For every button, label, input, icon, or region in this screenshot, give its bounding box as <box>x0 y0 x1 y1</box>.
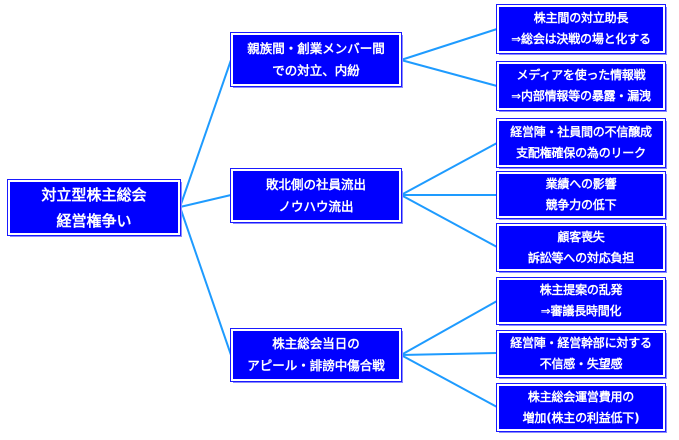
branch-3-line-2: アピール・誹謗中傷合戦 <box>247 358 385 373</box>
leaf-1-2-line-2: ⇒内部情報等の暴露・漏洩 <box>511 89 651 103</box>
branch-1-line-2: での対立、内紛 <box>272 62 360 78</box>
leaf-node-3-2: 経営陣・経営幹部に対する 不信感・失望感 <box>496 330 666 378</box>
root-line-1: 対立型株主総会 <box>41 185 147 204</box>
connector-branch-3-leaf-3 <box>400 354 498 408</box>
branch-1-line-1: 親族間・創業メンバー間 <box>247 40 385 56</box>
leaf-1-2-line-1: メディアを使った情報戦 <box>516 68 646 82</box>
leaf-3-3-line-1: 株主総会運営費用の <box>527 389 635 404</box>
leaf-3-3-line-2: 増加(株主の利益低下) <box>522 410 640 425</box>
connector-branch-3-leaf-1 <box>400 300 498 356</box>
leaf-2-2-line-1: 業績への影響 <box>545 177 617 191</box>
leaf-2-1-line-1: 経営陣・社員間の不信醸成 <box>510 125 652 139</box>
leaf-2-1-line-2: 支配権確保の為のリーク <box>516 146 646 160</box>
branch-2-line-2: ノウハウ流出 <box>278 198 354 214</box>
connector-branch-2-leaf-3 <box>400 194 498 248</box>
branch-3-line-1: 株主総会当日の <box>272 336 360 351</box>
leaf-3-1-line-2: ⇒審議長時間化 <box>540 304 622 318</box>
leaf-node-3-3: 株主総会運営費用の 増加(株主の利益低下) <box>496 383 666 432</box>
root-line-2: 経営権争い <box>56 211 132 230</box>
root-node: 対立型株主総会 経営権争い <box>7 179 181 236</box>
connector-branch-1-leaf-2 <box>400 59 498 87</box>
leaf-2-3-line-1: 顧客喪失 <box>557 229 605 244</box>
connector-branch-1-leaf-1 <box>400 28 498 61</box>
branch-node-1: 親族間・創業メンバー間 での対立、内紛 <box>230 32 402 87</box>
leaf-node-2-3: 顧客喪失 訴訟等への対応負担 <box>496 223 666 272</box>
connector-root-branch-1 <box>179 59 232 208</box>
branch-node-2: 敗北側の社員流出 ノウハウ流出 <box>230 168 402 223</box>
connector-root-branch-2 <box>179 194 232 208</box>
leaf-node-3-1: 株主提案の乱発 ⇒審議長時間化 <box>496 277 666 325</box>
leaf-node-2-2: 業績への影響 競争力の低下 <box>496 171 666 219</box>
leaf-1-1-line-2: ⇒総会は決戦の場と化する <box>511 32 651 46</box>
leaf-node-2-1: 経営陣・社員間の不信醸成 支配権確保の為のリーク <box>496 118 666 168</box>
leaf-2-3-line-2: 訴訟等への対応負担 <box>527 250 635 265</box>
branch-2-line-1: 敗北側の社員流出 <box>265 176 366 192</box>
branch-node-3: 株主総会当日の アピール・誹謗中傷合戦 <box>230 328 402 382</box>
connector-branch-3-leaf-2 <box>400 352 498 356</box>
leaf-3-1-line-1: 株主提案の乱発 <box>539 283 623 297</box>
leaf-3-2-line-1: 経営陣・経営幹部に対する <box>510 336 652 350</box>
leaf-1-1-line-1: 株主間の対立助長 <box>533 11 629 25</box>
leaf-2-2-line-2: 競争力の低下 <box>545 198 617 212</box>
connector-root-branch-3 <box>179 206 232 356</box>
leaf-node-1-2: メディアを使った情報戦 ⇒内部情報等の暴露・漏洩 <box>496 61 666 111</box>
connector-branch-2-leaf-1 <box>400 142 498 196</box>
leaf-3-2-line-2: 不信感・失望感 <box>539 357 623 371</box>
leaf-node-1-1: 株主間の対立助長 ⇒総会は決戦の場と化する <box>496 4 666 54</box>
